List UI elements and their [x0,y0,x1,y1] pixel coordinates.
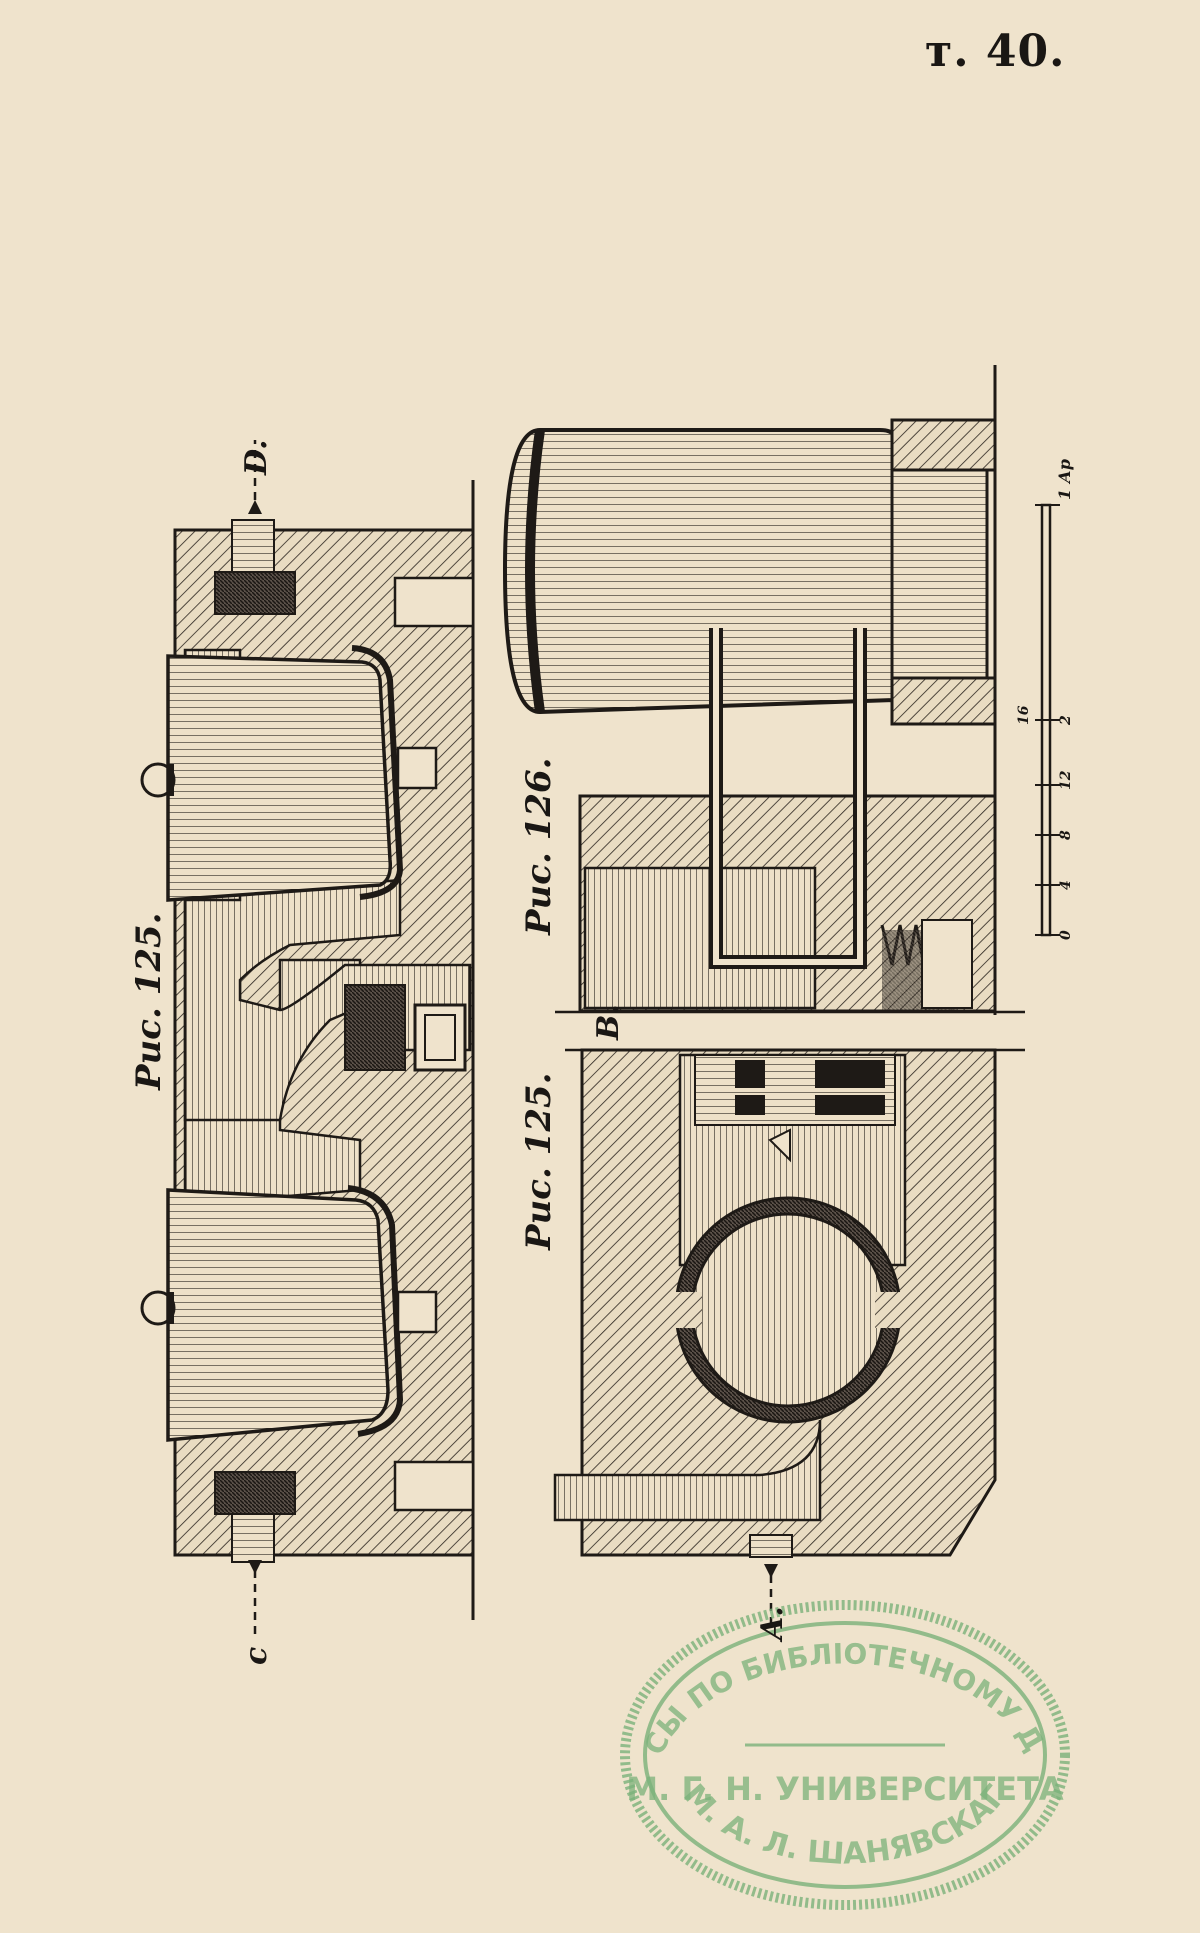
figure-125-longitudinal-section [140,440,475,1640]
section-mark-b: B. [591,1004,626,1041]
scale-mid-mark: 2 [1058,715,1074,726]
scale-end-label: 1 Ар [1055,459,1074,500]
figure-126-section [502,365,997,1015]
scale-tick-0: 0 [1058,930,1074,940]
library-stamp [620,1600,1070,1910]
stamp-middle-text: М. Г. Н. УНИВЕРСИТЕТА [626,1770,1064,1808]
scale-tick-4: 4 [1058,880,1074,890]
section-mark-c: c [239,1647,274,1665]
plate-number: т. 40. [925,26,1066,77]
scale-bar [1035,503,1060,937]
figure-126-label: Рис. 126. [519,758,559,936]
section-mark-d: D. [239,440,274,476]
scale-tick-12: 12 [1058,770,1074,790]
figure-125-lower-label: Рис. 125. [519,1073,559,1251]
scale-tick-8: 8 [1058,830,1074,840]
scale-tick-16: 16 [1016,705,1032,725]
figure-125-upper-label: Рис. 125. [129,913,169,1091]
figure-125-plan [553,1010,1025,1625]
section-mark-a: A. [755,1606,790,1643]
